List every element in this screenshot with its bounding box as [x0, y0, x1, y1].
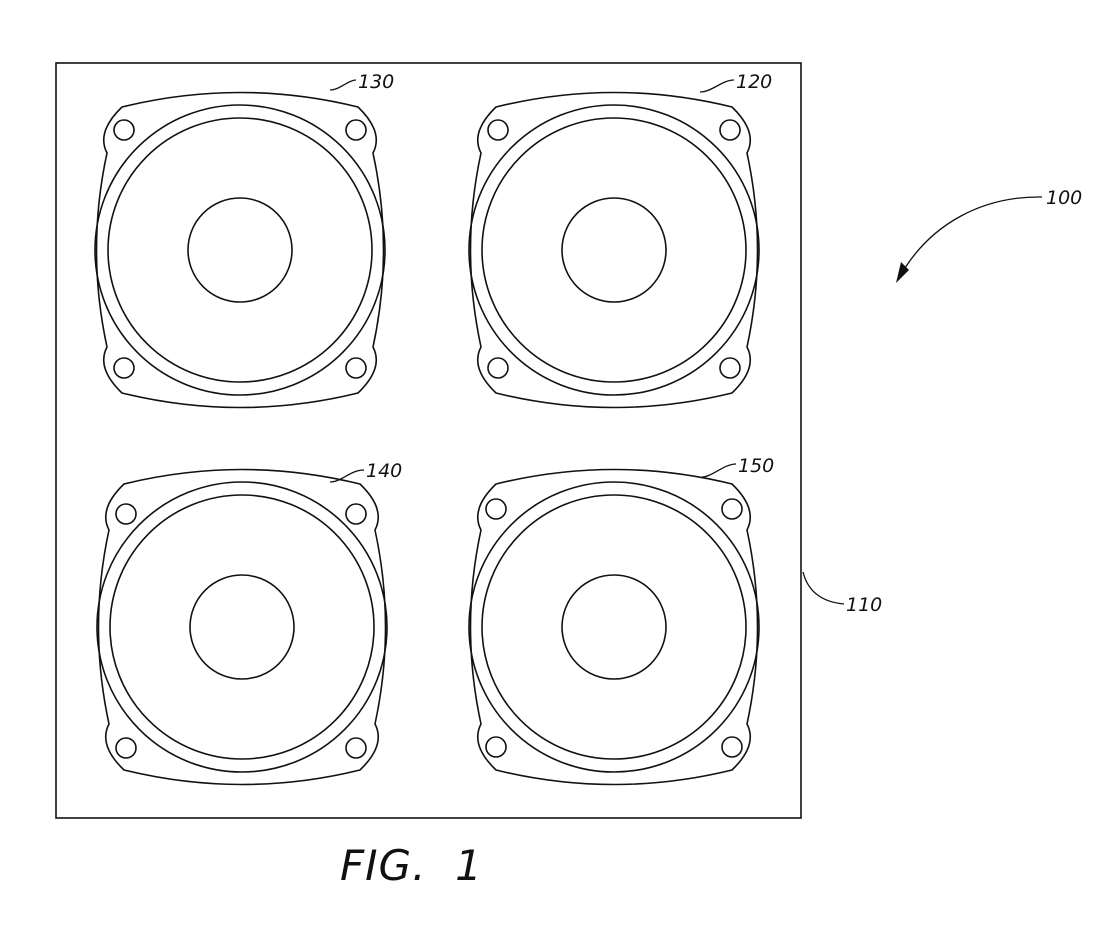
- surround-inner: [109, 494, 375, 760]
- mounting-hole: [485, 736, 507, 758]
- ref-label-100: 100: [1046, 187, 1082, 209]
- mounting-hole: [113, 119, 135, 141]
- assembly-arrow: [898, 196, 1043, 279]
- figure-caption: FIG. 1: [340, 841, 483, 890]
- mounting-hole: [345, 503, 367, 525]
- mounting-hole: [485, 498, 507, 520]
- leader-110: [802, 571, 845, 605]
- dust-cap: [561, 574, 667, 680]
- arrow-head: [896, 262, 909, 283]
- speaker-frame: [97, 468, 387, 786]
- speaker-140: [96, 468, 388, 786]
- speaker-frame: [95, 91, 385, 409]
- mounting-hole: [719, 119, 741, 141]
- mounting-hole: [719, 357, 741, 379]
- speaker-130: [94, 91, 386, 409]
- dust-cap: [561, 197, 667, 303]
- mounting-hole: [345, 119, 367, 141]
- surround-outer: [94, 104, 386, 396]
- speaker-150: [468, 468, 760, 786]
- speaker-120: [468, 91, 760, 409]
- surround-outer: [468, 104, 760, 396]
- leader-140: [329, 469, 365, 483]
- mounting-hole: [487, 357, 509, 379]
- dust-cap: [189, 574, 295, 680]
- mounting-hole: [113, 357, 135, 379]
- leader-150: [701, 463, 737, 478]
- mounting-hole: [115, 503, 137, 525]
- ref-label-150: 150: [738, 455, 774, 477]
- mounting-hole: [487, 119, 509, 141]
- mounting-hole: [721, 736, 743, 758]
- leader-120: [699, 79, 735, 93]
- mounting-hole: [721, 498, 743, 520]
- mounting-panel: [55, 62, 802, 819]
- ref-label-110: 110: [846, 594, 882, 616]
- mounting-hole: [345, 357, 367, 379]
- surround-inner: [481, 117, 747, 383]
- leader-130: [329, 79, 357, 91]
- speaker-frame: [469, 468, 759, 786]
- speaker-frame: [469, 91, 759, 409]
- dust-cap: [187, 197, 293, 303]
- surround-outer: [468, 481, 760, 773]
- ref-label-130: 130: [358, 71, 394, 93]
- surround-inner: [107, 117, 373, 383]
- surround-outer: [96, 481, 388, 773]
- mounting-hole: [115, 737, 137, 759]
- ref-label-140: 140: [366, 460, 402, 482]
- surround-inner: [481, 494, 747, 760]
- mounting-hole: [345, 737, 367, 759]
- ref-label-120: 120: [736, 71, 772, 93]
